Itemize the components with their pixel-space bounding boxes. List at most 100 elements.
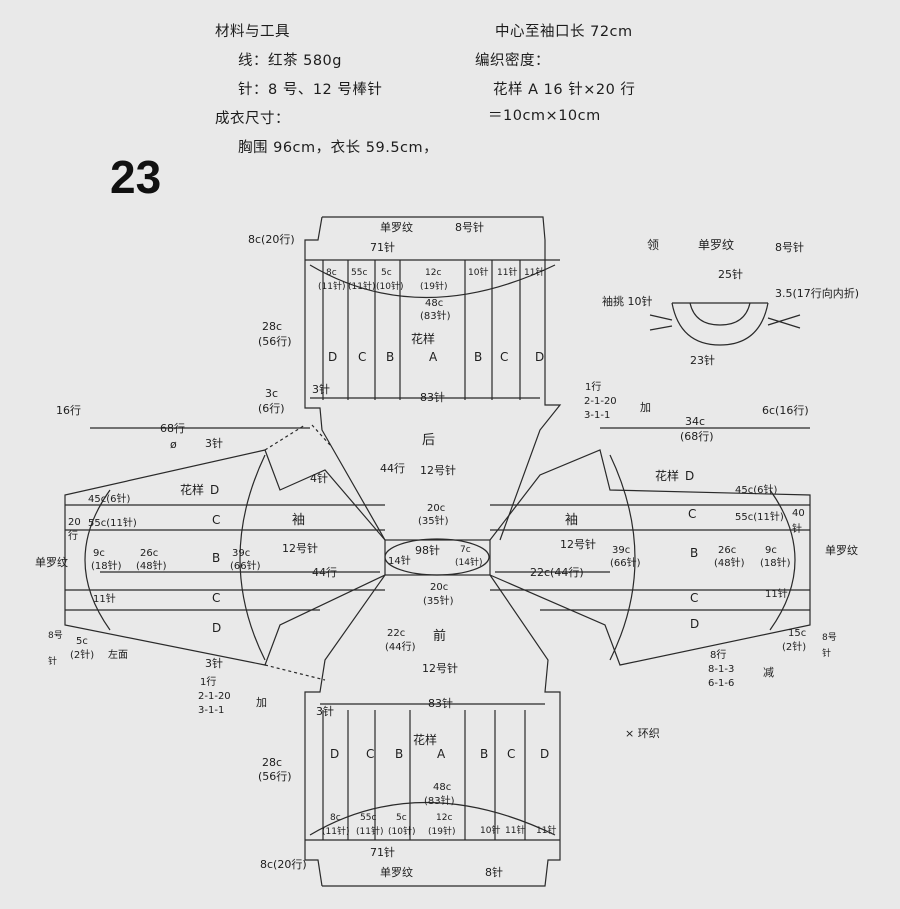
collar-bottom-sts: 23针 — [690, 353, 715, 367]
left-row-letter-3: B — [212, 551, 220, 565]
right-row-cm-2: 55c(11针) — [735, 510, 784, 523]
front-cm22: 22c — [387, 628, 405, 639]
back-letter-7: D — [535, 350, 544, 364]
front-col-cm-2: 55c — [360, 813, 376, 823]
back-col-cm-5: 10针 — [468, 266, 488, 278]
left-len-sts: (66针) — [230, 559, 261, 572]
collar-outer — [671, 302, 769, 346]
right-row-letter-4: C — [690, 591, 698, 605]
front-letter-7: D — [540, 747, 549, 761]
back-pattern-word: 花样 — [411, 331, 435, 346]
back-col-cm-6: 11针 — [497, 266, 517, 278]
back-col-cm-2: 55c — [351, 268, 367, 278]
front-col-cm-3: 5c — [396, 813, 407, 823]
right-row-cm-4: 11针 — [765, 587, 788, 600]
back-col-cm-3: 5c — [381, 268, 392, 278]
collar-inner — [689, 302, 751, 326]
right-pattern-word: 花样 — [655, 468, 679, 483]
front-rib-label: 单罗纹 — [380, 865, 413, 879]
center-mid-sts: 98针 — [415, 543, 440, 557]
right-row-letter-1: D — [685, 469, 694, 483]
left-rows44: 44行 — [312, 566, 337, 579]
front-col-cm-4: 12c — [436, 813, 452, 823]
left-dec-word: 加 — [256, 696, 267, 709]
center-yoke-ellipse — [384, 538, 490, 576]
front-letter-2: C — [366, 747, 374, 761]
front-total: 48c — [433, 782, 451, 793]
back-panel-left-edge — [304, 216, 386, 541]
right-sleeve-arc — [609, 454, 636, 661]
right-sleeve-outline — [489, 449, 811, 666]
back-col-cm-7: 11针 — [524, 266, 544, 278]
left-sleeve-title: 袖 — [292, 513, 305, 528]
right-top-rows: (68行) — [680, 430, 714, 443]
front-needle12: 12号针 — [422, 661, 458, 675]
back-col-sts-3: (10针) — [376, 280, 403, 292]
back-height-rows: (56行) — [258, 335, 292, 348]
left-cuff-arc — [84, 489, 111, 631]
left-deg-mark: ø — [170, 438, 177, 451]
back-col-sts-4: (19针) — [420, 280, 447, 292]
left-row-letter-2: C — [212, 513, 220, 527]
circular-knit-note: × 环织 — [625, 727, 660, 740]
left-row-letter-5: D — [212, 621, 221, 635]
front-side-sts: 3针 — [316, 704, 334, 718]
back-col-cm-1: 8c — [326, 268, 337, 278]
collar-side-left: 袖挑 10针 — [602, 294, 653, 308]
collar-title: 领 — [647, 238, 659, 252]
right-row-cm-1: 45c(6针) — [735, 483, 777, 496]
left-dec-formula-1: 2-1-20 — [198, 691, 231, 702]
front-height-cm: 28c — [262, 756, 282, 769]
center-right-sts: (14针) — [455, 556, 482, 568]
front-rib-height: 8c(20行) — [260, 858, 307, 871]
right-row-letter-3: B — [690, 546, 698, 560]
back-top-sts: 71针 — [370, 240, 395, 254]
left-row-cm-4: 11针 — [93, 592, 116, 605]
center-bottom-cm: 20c — [430, 582, 448, 593]
right-len-sts: (66针) — [610, 556, 641, 569]
right-cuff-unit: 针 — [792, 522, 802, 535]
right-cuff-bottom: 15c — [788, 628, 806, 639]
left-cuff-bottom-word: 左面 — [108, 648, 128, 661]
left-sleeve-outline — [64, 449, 386, 666]
sleeve-length: 中心至袖口长 72cm — [495, 24, 633, 40]
right-cuff-bottom-sts: (2针) — [782, 640, 806, 653]
left-needle8-b: 针 — [48, 655, 57, 667]
front-rows44: (44行) — [385, 640, 416, 653]
left-cuff-len: 16行 — [56, 404, 81, 417]
right-needle8-a: 8号 — [822, 632, 837, 643]
back-letter-3: B — [386, 350, 394, 364]
front-col-cm-7: 11针 — [536, 824, 556, 836]
left-cuff-bottom-sts: (2针) — [70, 648, 94, 661]
center-width-sts: (35针) — [418, 514, 449, 527]
front-total-sts: (83针) — [424, 794, 455, 807]
left-row-cm-3: 9c — [93, 548, 105, 559]
collar-rib-label: 单罗纹 — [698, 238, 734, 252]
back-armhole-sts: 3针 — [312, 382, 330, 396]
front-col-cm-6: 11针 — [505, 824, 525, 836]
back-panel-outline — [322, 216, 562, 541]
front-letter-3: B — [395, 747, 403, 761]
back-letter-1: D — [328, 350, 337, 364]
back-letter-6: C — [500, 350, 508, 364]
back-rib-label: 单罗纹 — [380, 220, 413, 234]
back-width-sts: 83针 — [420, 390, 445, 404]
right-cuff-sts: 40 — [792, 508, 805, 519]
back-title: 后 — [422, 433, 435, 448]
back-needle12: 12号针 — [420, 463, 456, 477]
right-cuff-cm: 6c(16行) — [762, 404, 809, 417]
front-column-lines — [322, 710, 526, 840]
center-width-cm: 20c — [427, 503, 445, 514]
right-row-letter-2: C — [688, 507, 696, 521]
left-needle12: 12号针 — [282, 541, 318, 555]
size-values: 胸围 96cm，衣长 59.5cm， — [238, 140, 439, 156]
back-letter-4: A — [429, 350, 438, 364]
gauge-pattern: 花样 A 16 针×20 行 — [493, 82, 636, 98]
left-dec-rows: 1行 — [200, 675, 216, 688]
right-needle8-b: 针 — [822, 647, 831, 659]
center-left-sts: 14针 — [388, 554, 411, 567]
left-row-letter-1: D — [210, 483, 219, 497]
left-width-cm: 26c — [140, 548, 158, 559]
back-armhole-cm: 3c — [265, 387, 278, 400]
back-rib-needle: 8号针 — [455, 220, 484, 234]
